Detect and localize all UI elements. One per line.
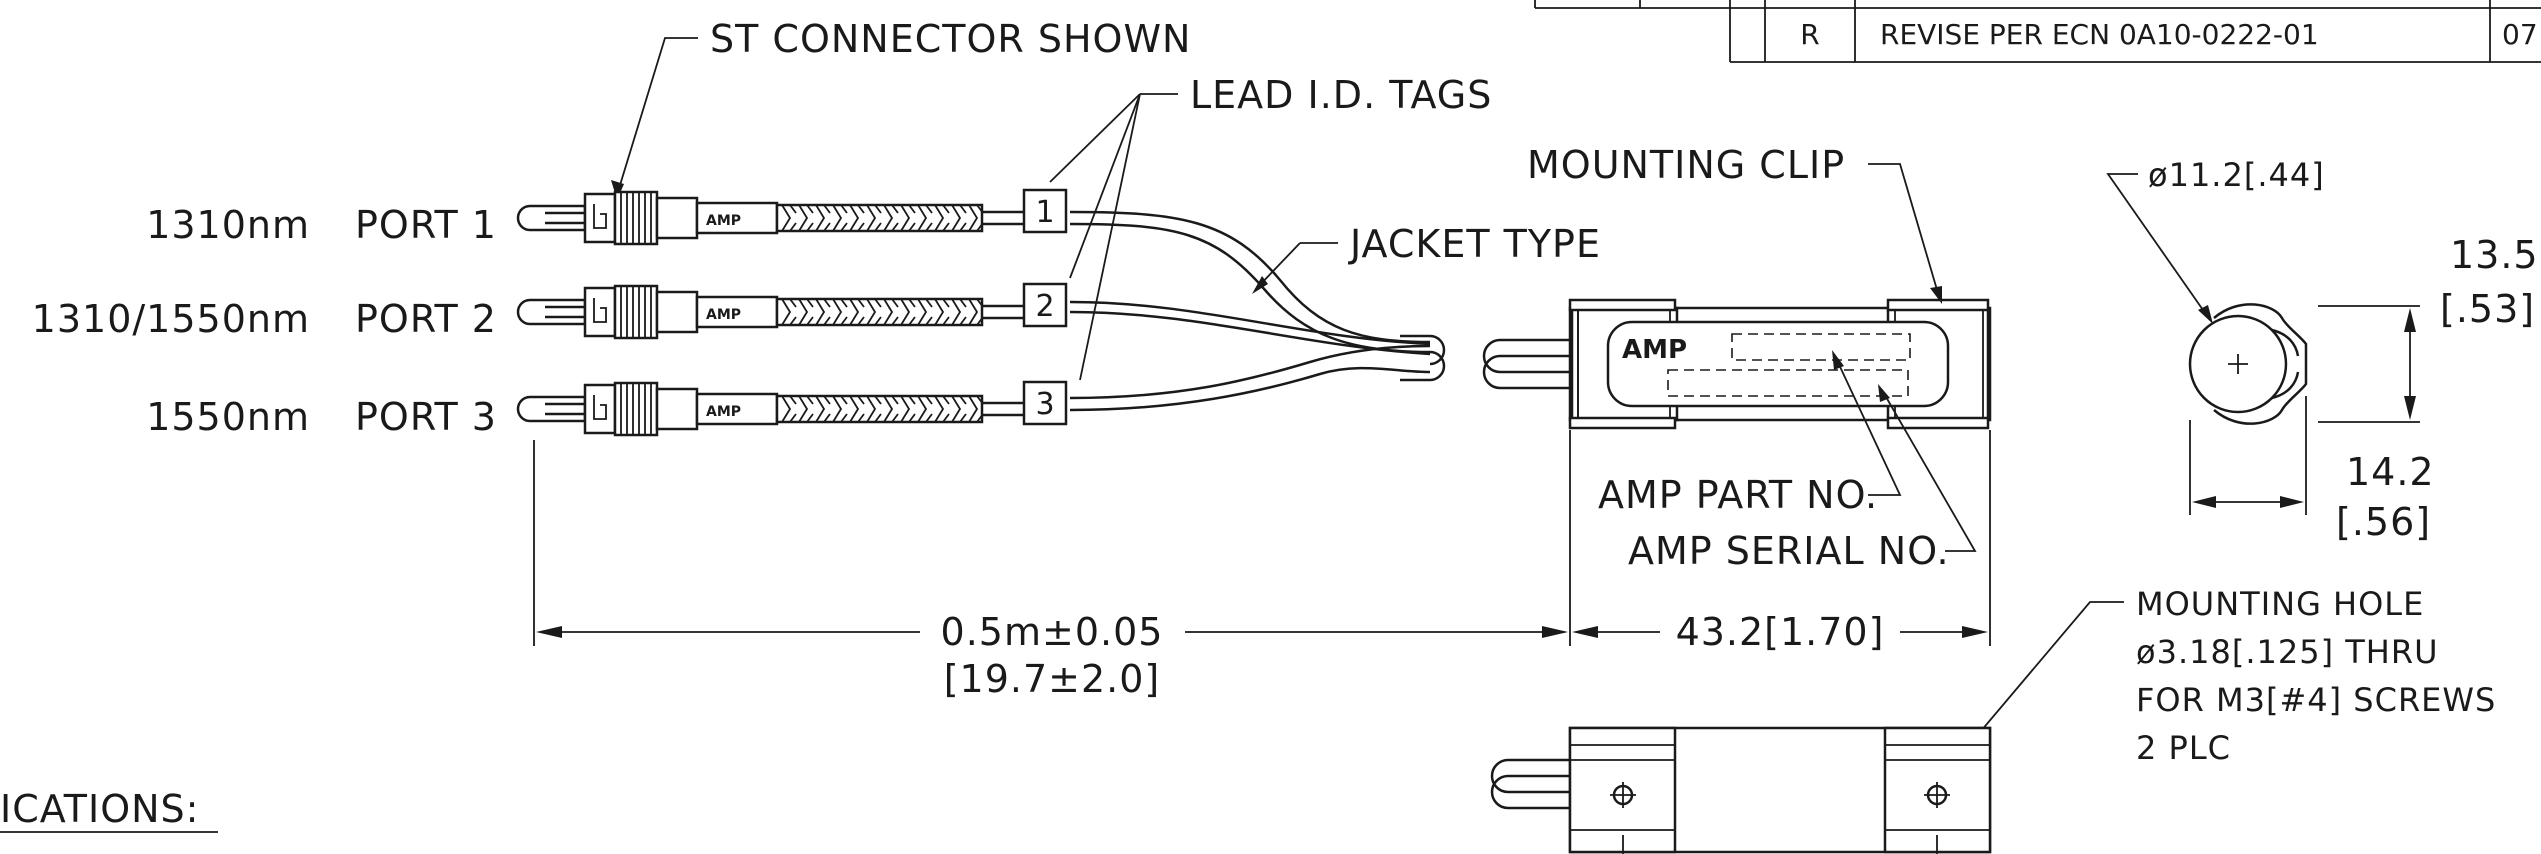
revision-table: R REVISE PER ECN 0A10-0222-01 07: [1534, 0, 2541, 63]
clip-width-dimension: 14.2: [2346, 450, 2435, 494]
fiber-leads: [1069, 210, 1446, 412]
mounting-clip-callout: MOUNTING CLIP: [1527, 143, 1942, 304]
clip-brand-logo: AMP: [1622, 335, 1687, 365]
mounting-hole-line-4: 2 PLC: [2136, 729, 2231, 767]
specifications-heading: ICATIONS:: [0, 787, 218, 833]
body-length-dimension: 43.2[1.70]: [1676, 610, 1885, 654]
st-connector-port-2: AMP: [516, 284, 1024, 340]
revision-letter: R: [1800, 18, 1819, 51]
st-connectors: AMP AMP AMP: [516, 190, 1024, 437]
jacket-type-label: JACKET TYPE: [1348, 222, 1601, 266]
clip-height-inches: [.53]: [2440, 287, 2535, 331]
port1-name: PORT 1: [355, 203, 497, 247]
lead-id-tags-callout: LEAD I.D. TAGS: [1049, 73, 1492, 381]
st-connector-label: ST CONNECTOR SHOWN: [710, 17, 1191, 61]
lead-id-tags-label: LEAD I.D. TAGS: [1190, 73, 1492, 117]
st-connector-port-3: AMP: [516, 381, 1024, 437]
port3-wavelength: 1550nm: [146, 395, 310, 439]
connector-brand: AMP: [706, 404, 741, 420]
lead-length-dimension: 0.5m±0.05: [941, 610, 1164, 654]
part-serial-callouts: AMP PART NO. AMP SERIAL NO.: [1598, 350, 1977, 573]
clip-end-view: ø11.2[.44] 13.5 [.53] 14.2 [.56]: [2106, 156, 2539, 544]
coupler-body: AMP: [1482, 298, 1992, 430]
clip-width-inches: [.56]: [2336, 500, 2431, 544]
st-connector-callout: ST CONNECTOR SHOWN: [611, 17, 1191, 200]
port2-name: PORT 2: [355, 297, 497, 341]
mounting-hole-line-1: MOUNTING HOLE: [2136, 585, 2424, 623]
coupler-side-view: [1490, 726, 1992, 854]
tag-2: 2: [1035, 289, 1054, 324]
mounting-hole-callout: MOUNTING HOLE ø3.18[.125] THRU FOR M3[#4…: [1944, 585, 2496, 776]
length-dimensions: 0.5m±0.05 [19.7±2.0] 43.2[1.70]: [533, 430, 1991, 701]
connector-brand: AMP: [706, 213, 741, 229]
port3-name: PORT 3: [355, 395, 497, 439]
amp-part-no-label: AMP PART NO.: [1598, 473, 1878, 517]
tag-3: 3: [1035, 387, 1054, 422]
revision-date: 07: [2502, 18, 2538, 51]
clip-diameter-dimension: ø11.2[.44]: [2148, 156, 2325, 194]
jacket-type-callout: JACKET TYPE: [1252, 222, 1601, 294]
revision-description: REVISE PER ECN 0A10-0222-01: [1880, 18, 2319, 51]
tag-1: 1: [1035, 195, 1054, 230]
st-connector-port-1: AMP: [516, 190, 1024, 246]
lead-length-inches: [19.7±2.0]: [944, 657, 1161, 701]
mounting-hole-line-3: FOR M3[#4] SCREWS: [2136, 681, 2496, 719]
section-heading: ICATIONS:: [0, 787, 199, 831]
port-labels: 1310nm PORT 1 1310/1550nm PORT 2 1550nm …: [32, 203, 497, 439]
port1-wavelength: 1310nm: [146, 203, 310, 247]
connector-brand: AMP: [706, 307, 741, 323]
lead-id-tag-boxes: 1 2 3: [1022, 188, 1068, 426]
amp-serial-no-label: AMP SERIAL NO.: [1628, 529, 1950, 573]
clip-height-dimension: 13.5: [2450, 233, 2539, 277]
mounting-clip-label: MOUNTING CLIP: [1527, 143, 1845, 187]
port2-wavelength: 1310/1550nm: [32, 297, 310, 341]
mounting-hole-line-2: ø3.18[.125] THRU: [2136, 633, 2438, 671]
